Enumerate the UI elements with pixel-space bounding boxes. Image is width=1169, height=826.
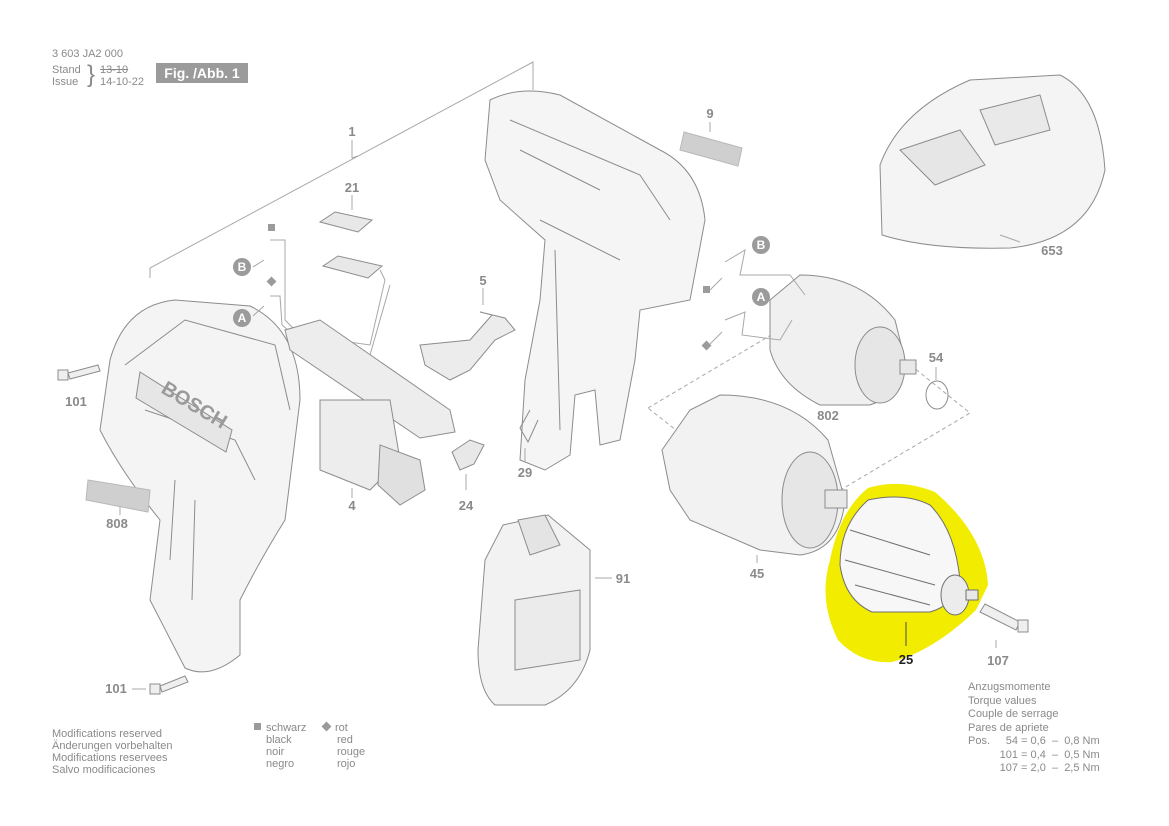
torque-pos-101: 101 [999, 748, 1018, 761]
modifications-note-de: Änderungen vorbehalten [52, 740, 173, 752]
spring-29 [519, 409, 539, 444]
legend-red-en: red [337, 734, 353, 746]
legend-black: schwarz black noir negro [254, 722, 306, 770]
brand-panel [135, 371, 233, 453]
connector-a-motor [752, 288, 770, 306]
gearbox-45 [661, 394, 848, 556]
torque-row-107: 107 = 2,0 – 2,5 Nm [968, 762, 1100, 776]
torque-title-de: Anzugsmomente [968, 681, 1051, 693]
part-label-91: 91 [616, 571, 630, 586]
torque-pos-label: Pos. [968, 735, 991, 747]
torque-min-107: 2,0 [1030, 762, 1046, 774]
torque-pos-54: 54 [1005, 735, 1018, 747]
modifications-note-en: Modifications reserved [52, 728, 163, 740]
label-sticker-9 [679, 131, 743, 167]
part-label-101-bottom: 101 [105, 681, 127, 696]
torque-dash: – [1045, 735, 1065, 747]
part-label-5: 5 [479, 273, 486, 288]
torque-title-es: Pares de apriete [968, 721, 1049, 734]
motor-wire-a [724, 311, 793, 341]
black-marker-top [268, 224, 275, 231]
torque-min-54: 0,6 [1030, 735, 1046, 747]
part-label-45: 45 [750, 566, 764, 581]
torque-equals: = [1018, 748, 1031, 761]
torque-equals: = [1018, 735, 1031, 747]
half-shell [484, 90, 706, 471]
switch-contact-21 [318, 211, 384, 279]
legend-black-fr: noir [266, 746, 285, 758]
torque-max-54: 0,8 Nm [1064, 735, 1100, 747]
direction-switch-5 [419, 311, 516, 381]
connector-b-motor-label: B [757, 238, 766, 252]
torque-row-54: Pos. 54 = 0,6 – 0,8 Nm [968, 735, 1100, 749]
part-label-802: 802 [817, 408, 839, 423]
part-label-24: 24 [459, 498, 474, 513]
torque-max-107: 2,5 Nm [1064, 762, 1100, 774]
torque-pos-107: 107 [999, 762, 1018, 774]
part-label-9: 9 [706, 106, 713, 121]
screw-101-top [57, 364, 101, 381]
part-label-1: 1 [348, 124, 355, 139]
torque-values: Anzugsmomente Torque values Couple de se… [968, 681, 1100, 776]
torque-max-101: 0,5 Nm [1064, 748, 1100, 761]
legend-red-de: rot [335, 722, 348, 734]
part-label-653: 653 [1041, 243, 1063, 258]
screw-107 [979, 603, 1029, 633]
figure-label: Fig. /Abb. 1 [156, 63, 248, 83]
chuck-25 [839, 496, 979, 616]
torque-title-en: Torque values [968, 694, 1037, 707]
part-label-25: 25 [899, 652, 913, 667]
connector-b-motor [752, 236, 770, 254]
document-number: 3 603 JA2 000 [52, 48, 123, 60]
charger-653 [879, 74, 1106, 249]
stand-value: 13-10 [100, 64, 129, 76]
legend-red-es: rojo [337, 758, 356, 770]
red-diamond-icon [321, 721, 332, 732]
diamond-marker-motor [701, 340, 712, 351]
o-ring-54 [925, 380, 949, 410]
black-marker-motor [703, 286, 710, 293]
motor-wire-b [724, 248, 806, 296]
battery-91 [477, 514, 591, 706]
torque-row-101: 101 = 0,4 – 0,5 Nm [968, 749, 1100, 763]
issue-label: Issue [52, 76, 79, 88]
black-square-icon [254, 723, 261, 730]
label-sticker-808 [85, 479, 151, 513]
torque-equals: = [1018, 762, 1031, 774]
connector-a-motor-label: A [757, 290, 766, 304]
torque-min-101: 0,4 [1030, 748, 1046, 761]
part-label-101-top: 101 [65, 394, 87, 409]
lever-24 [451, 439, 485, 471]
part-label-4: 4 [348, 498, 356, 513]
torque-dash: – [1045, 762, 1065, 774]
diamond-marker-top [266, 276, 277, 287]
connector-a-left [233, 309, 251, 327]
legend-black-de: schwarz [266, 722, 307, 734]
issue-value: 14-10-22 [100, 76, 145, 88]
modifications-note-fr: Modifications reservees [52, 752, 168, 764]
connector-a-left-label: A [238, 311, 247, 325]
connector-b-left-label: B [238, 260, 247, 274]
legend-red-fr: rouge [337, 746, 366, 758]
part-label-808: 808 [106, 516, 128, 531]
legend-red: rot red rouge rojo [321, 721, 366, 770]
part-label-54: 54 [929, 350, 944, 365]
torque-title-fr: Couple de serrage [968, 708, 1059, 720]
modifications-note-es: Salvo modificaciones [52, 764, 156, 776]
connector-b-left [233, 258, 251, 276]
electronics-4 [284, 319, 456, 506]
group-bracket-1 [149, 61, 534, 278]
stand-label: Stand [52, 64, 81, 76]
housing-shell [99, 299, 301, 673]
screw-101-bottom [149, 675, 189, 695]
part-label-29: 29 [518, 465, 532, 480]
legend-black-en: black [266, 734, 292, 746]
brace-symbol: } [87, 61, 96, 88]
part-label-107: 107 [987, 653, 1009, 668]
motor-802 [769, 274, 917, 406]
torque-dash: – [1045, 748, 1065, 761]
part-label-21: 21 [345, 180, 359, 195]
legend-black-es: negro [266, 758, 295, 770]
